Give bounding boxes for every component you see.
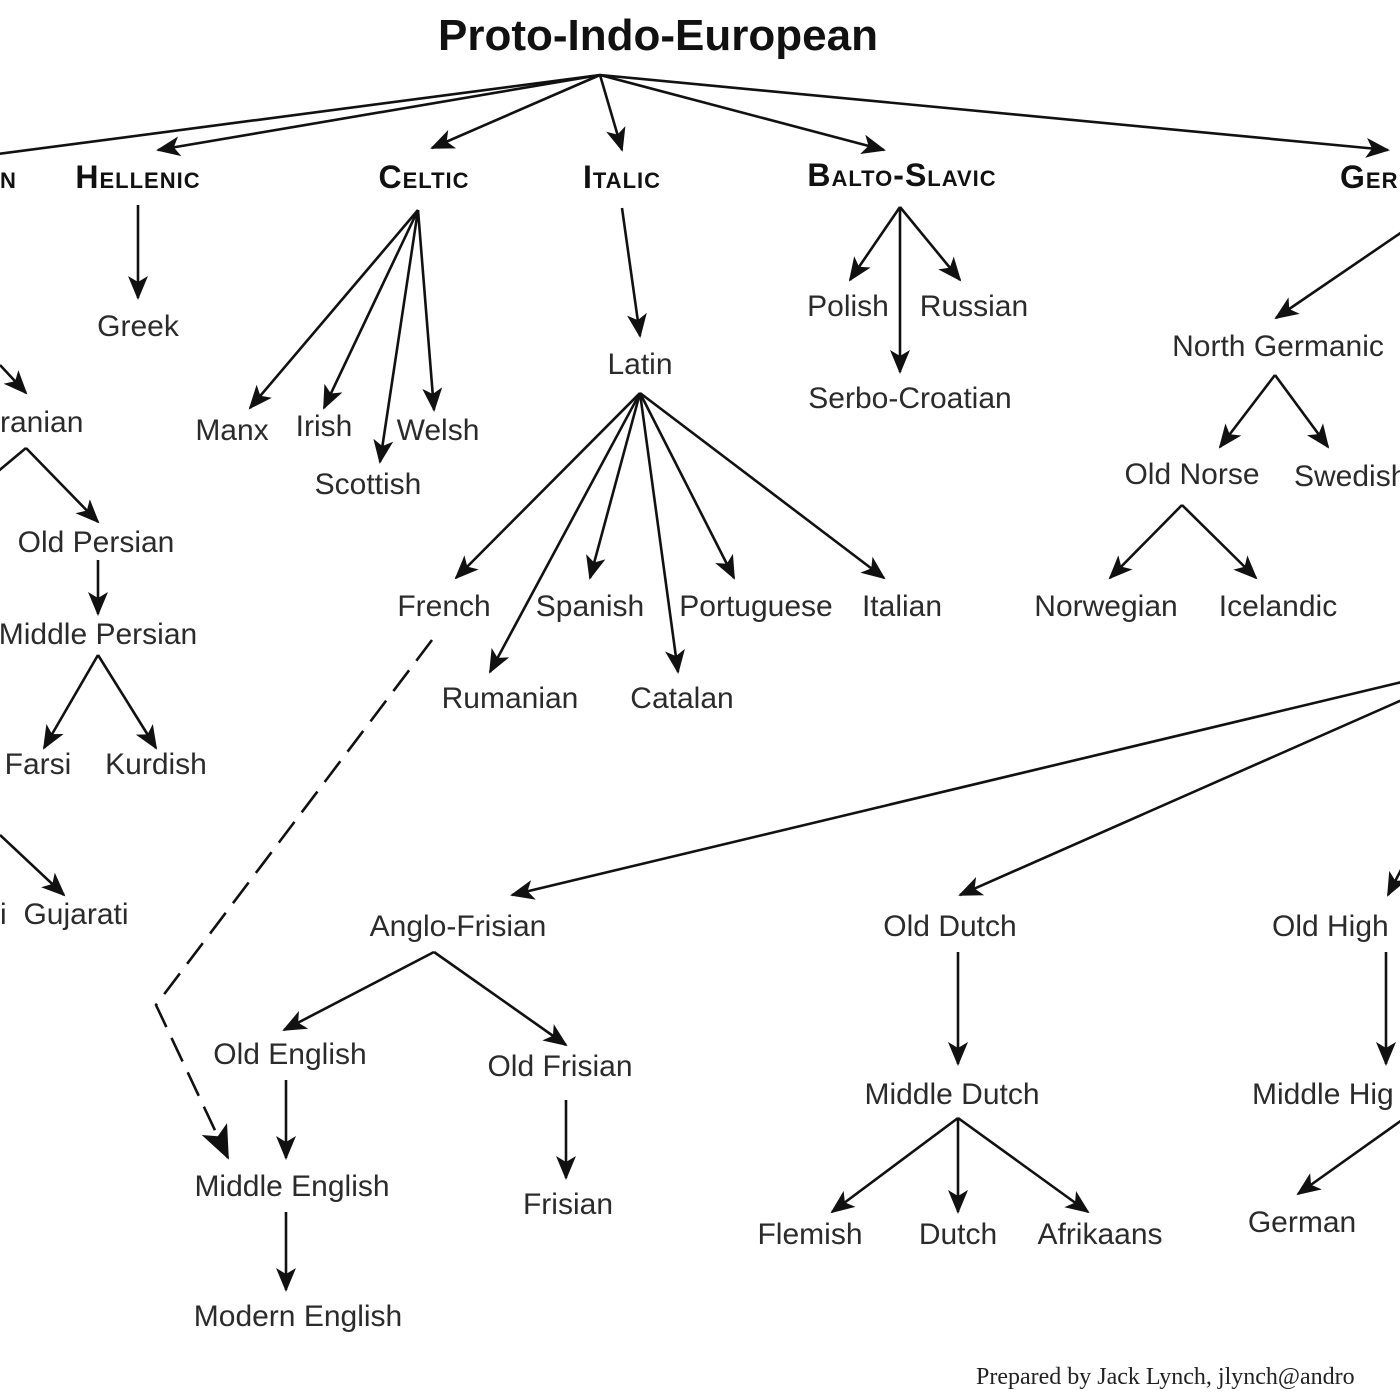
branch-germanic: Ger [1340,159,1398,195]
edge-pie-germanic [599,73,1390,158]
edge-iranian-oldpersian [25,447,100,524]
edge-oldnorse-icelandic [1181,504,1258,580]
lang-iranian: ranian [0,406,83,439]
lang-old-persian: Old Persian [18,526,175,559]
lang-anglo-frisian: Anglo-Frisian [370,910,547,943]
edge-germanic-northgermanic [1274,231,1400,320]
edges [0,73,1400,1292]
edge-westgermanic-anglofrisian [510,681,1400,900]
lang-dutch: Dutch [919,1218,997,1251]
lang-old-high-german: Old High [1272,910,1389,943]
lang-flemish: Flemish [757,1218,862,1251]
lang-old-dutch: Old Dutch [883,910,1016,943]
edge-iranian-left [0,447,27,472]
lang-old-norse: Old Norse [1124,458,1259,491]
lang-manx: Manx [195,414,268,447]
edge-latin-portuguese [638,392,736,580]
edge-northgermanic-swedish [1273,374,1330,449]
edge-oldnorse-norwegian [1108,504,1183,580]
edge-celtic-irish [322,209,420,410]
edge-celtic-scottish [373,209,420,464]
lang-norwegian: Norwegian [1034,590,1177,623]
edge-pie-celtic [430,73,601,150]
edge-latin-french [454,392,641,580]
branch-celtic: Celtic [378,159,469,195]
edge-latin-spanish [586,392,642,580]
lang-spanish: Spanish [536,590,644,623]
lang-russian: Russian [920,290,1028,323]
lang-middle-persian: Middle Persian [0,618,197,651]
lang-italian: Italian [862,590,942,623]
edge-latin-italian [639,391,886,580]
lang-welsh: Welsh [397,414,480,447]
edge-northgermanic-oldnorse [1218,374,1277,449]
lang-serbo-croatian: Serbo-Croatian [808,382,1011,415]
edge-italic-latin [620,207,647,338]
lang-north-germanic: North Germanic [1172,330,1384,363]
lang-swedish: Swedish [1294,460,1400,493]
edge-pie-italic [598,74,626,152]
lang-scottish: Scottish [315,468,422,501]
lang-old-frisian: Old Frisian [487,1050,632,1083]
edge-latin-rumanian [488,392,642,674]
edge-middledutch-afrikaans [957,1116,1090,1214]
branch-balto-slavic: Balto-Slavic [807,157,996,193]
edge-westgermanic-olddutch [958,699,1400,897]
edge-pie-baltoslavic [599,73,886,155]
title-proto-indo-european: Proto-Indo-European [438,11,878,60]
lang-middle-dutch: Middle Dutch [864,1078,1039,1111]
edge-westgermanic-oldhighgerman [1386,869,1400,897]
lang-polish: Polish [807,290,889,323]
edge-anglofrisian-oldenglish [282,950,435,1032]
lang-rumanian: Rumanian [442,682,579,715]
lang-gujarati: Gujarati [23,898,128,931]
lang-middle-high-german: Middle Hig [1252,1078,1394,1111]
edge-celtic-welsh [416,209,443,412]
labels: Proto-Indo-European n Hellenic Celtic It… [0,11,1400,1390]
edge-anglofrisian-oldfrisian [433,950,568,1047]
credit-line: Prepared by Jack Lynch, jlynch@andro [976,1364,1355,1390]
edge-indoiranian-iranian [0,364,28,395]
edge-pie-indoiranian [0,73,601,155]
lang-kurdish: Kurdish [105,748,207,781]
lang-farsi: Farsi [5,748,72,781]
edge-baltoslavic-polish [848,206,902,282]
branch-hellenic: Hellenic [75,159,200,195]
lang-afrikaans: Afrikaans [1037,1218,1162,1251]
lang-latin: Latin [607,348,672,381]
lang-middle-english: Middle English [194,1170,389,1203]
edge-middledutch-flemish [830,1116,959,1214]
lang-icelandic: Icelandic [1219,590,1337,623]
lang-german: German [1248,1206,1356,1239]
edge-french-middleenglish-dashed [154,639,434,1160]
lang-greek: Greek [97,310,180,343]
edge-middlepersian-kurdish [96,654,158,750]
lang-frisian: Frisian [523,1188,613,1221]
edge-indic-gujarati [0,834,66,897]
edge-baltoslavic-russian [898,206,962,282]
edge-middlehighgerman-german [1296,1119,1400,1196]
branch-indo-iranian: n [0,159,17,195]
edge-latin-catalan [638,392,685,674]
lang-old-english: Old English [213,1038,366,1071]
lang-irish: Irish [296,410,353,443]
lang-indic-fragment: i [0,898,7,931]
edge-pie-hellenic [156,73,601,157]
lang-modern-english: Modern English [194,1300,402,1333]
branch-italic: Italic [583,159,661,195]
edge-celtic-manx [248,209,419,410]
lang-portuguese: Portuguese [679,590,832,623]
lang-catalan: Catalan [630,682,733,715]
lang-french: French [397,590,490,623]
edge-middlepersian-farsi [42,654,100,750]
